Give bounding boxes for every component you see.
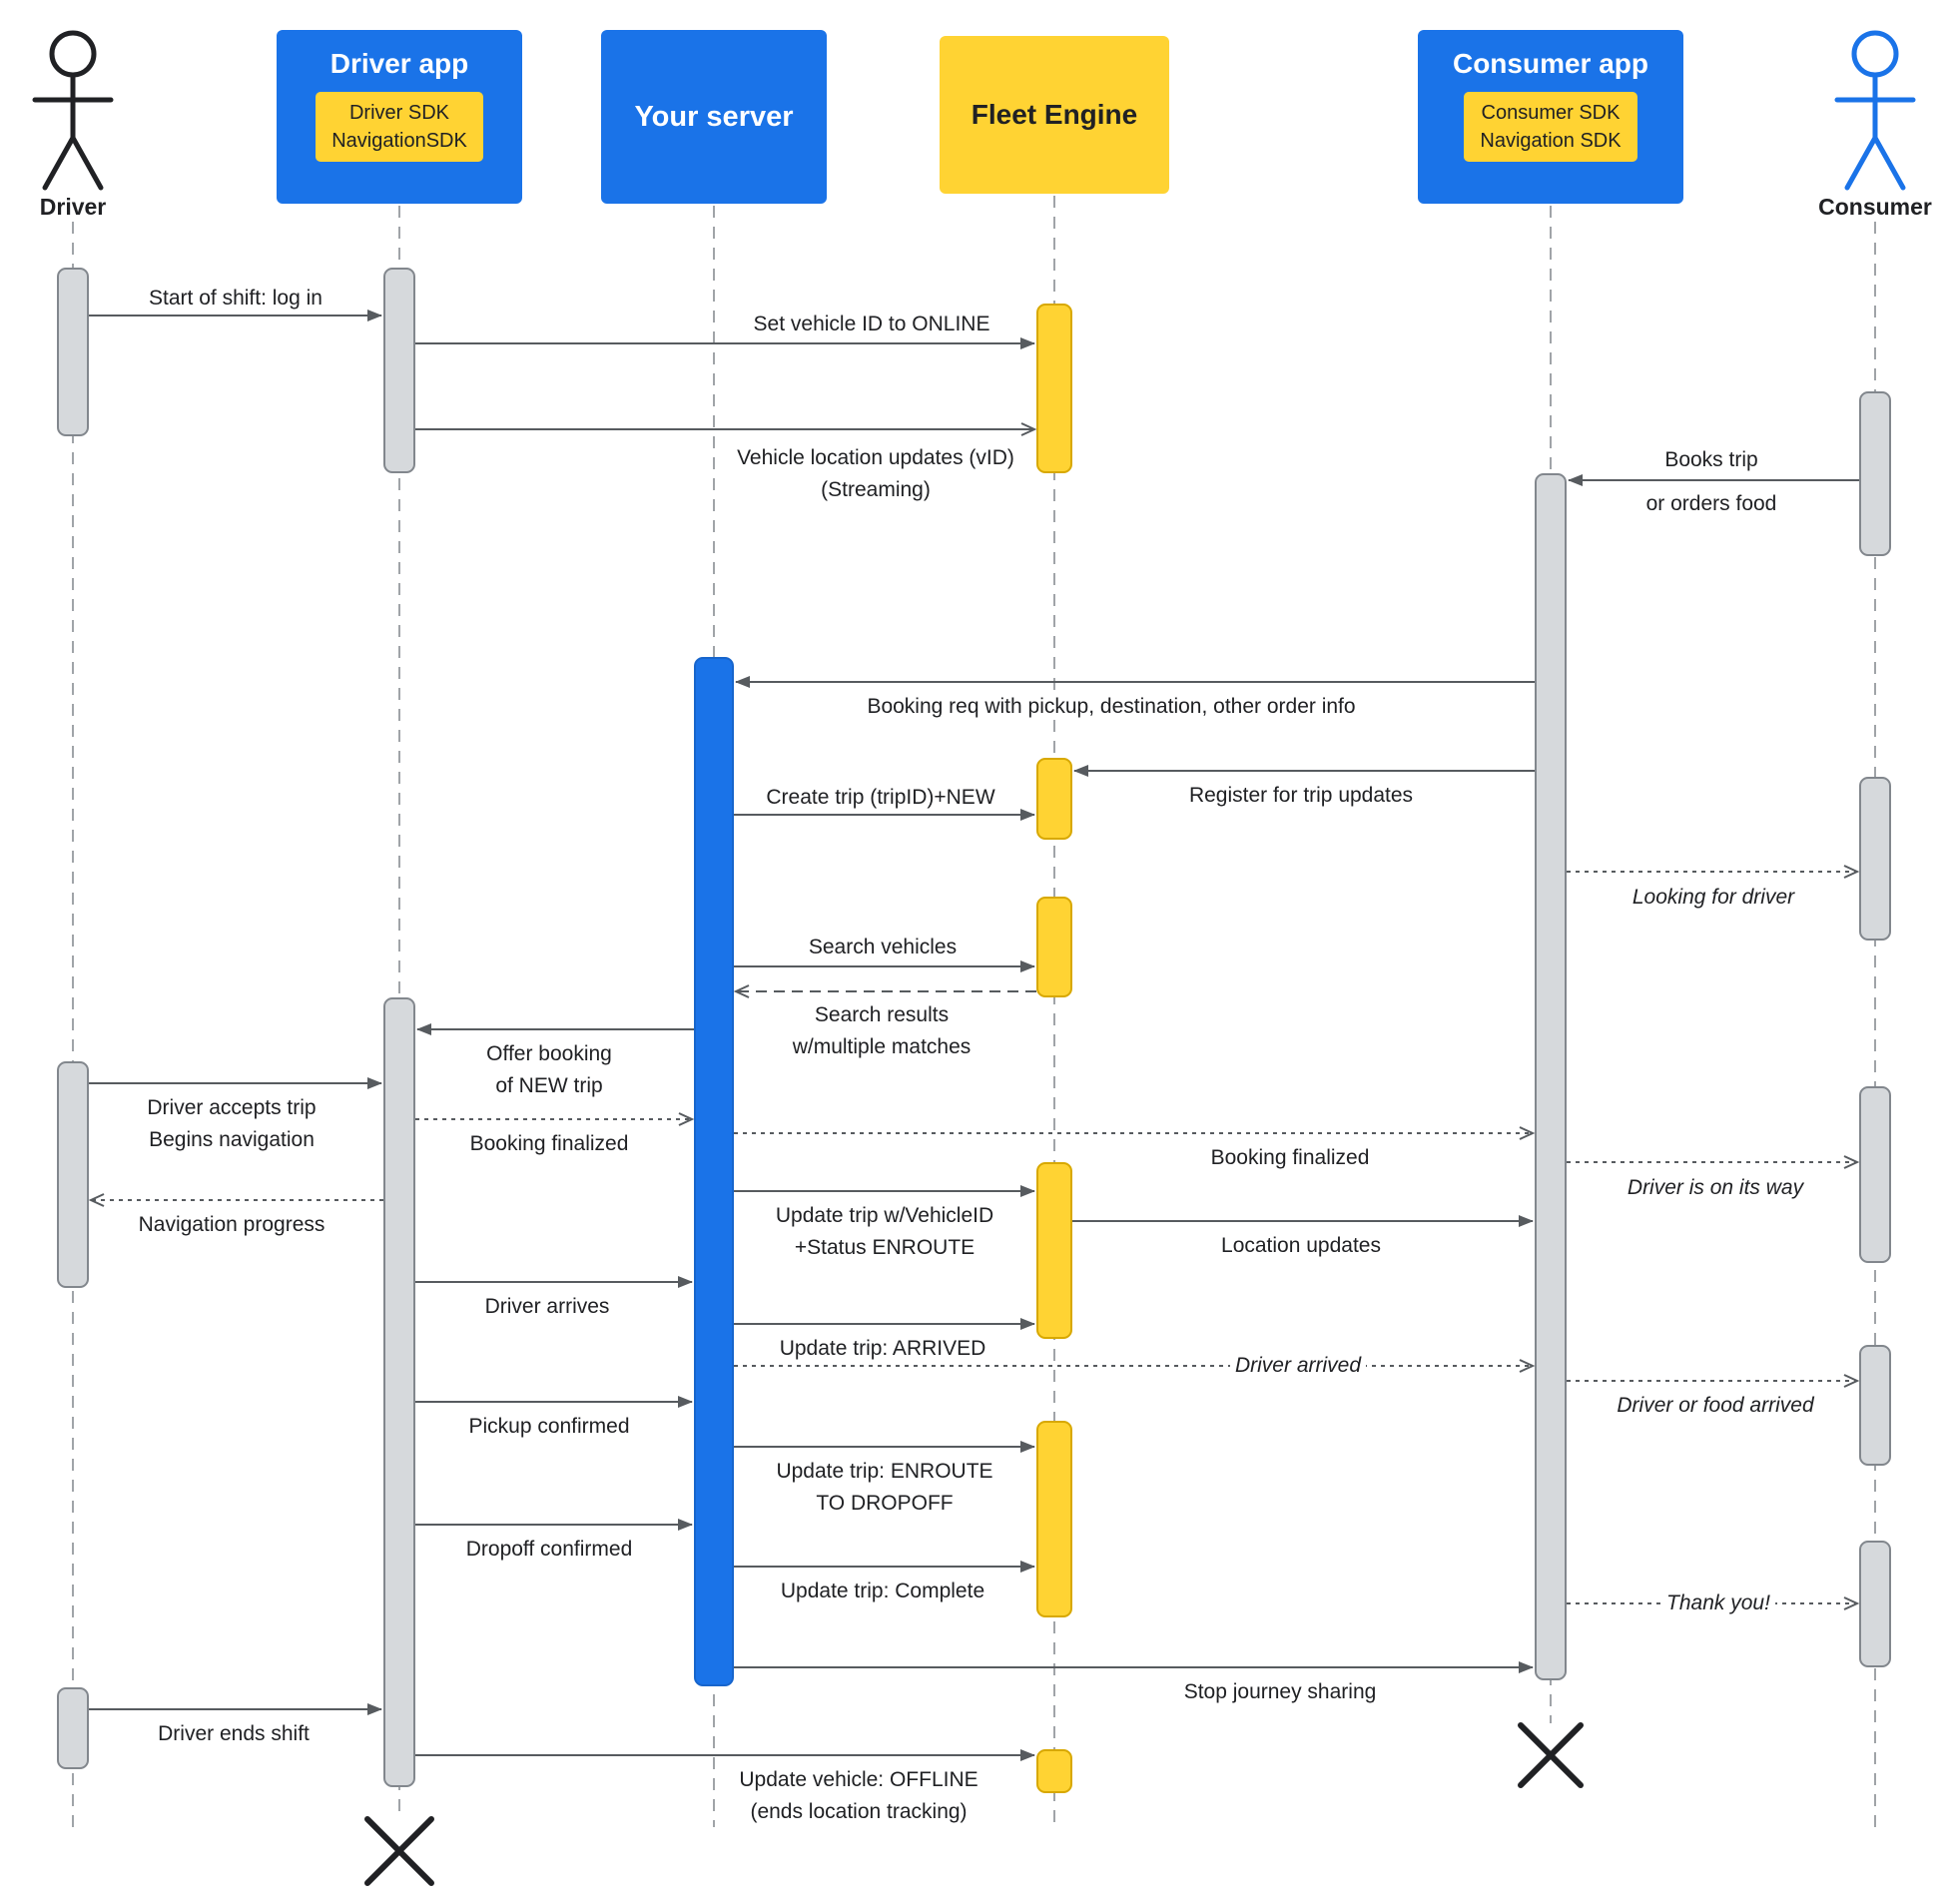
activation-fleet-3 — [1036, 897, 1072, 997]
msg-looking-for-driver: Looking for driver — [1627, 885, 1800, 911]
consumer-sdk-line1: Consumer SDK — [1481, 102, 1621, 124]
activation-consumer-4 — [1859, 1345, 1891, 1466]
msg-update-trip-dropoff-1: Update trip: ENROUTE — [771, 1459, 998, 1485]
server-title: Your server — [634, 100, 794, 133]
activation-consumer-app — [1535, 473, 1567, 1680]
driver-app-title: Driver app — [329, 48, 469, 79]
msg-update-trip-enroute-1: Update trip w/VehicleID — [770, 1203, 999, 1229]
msg-driver-on-way: Driver is on its way — [1622, 1175, 1809, 1201]
msg-driver-arrived: Driver arrived — [1229, 1353, 1367, 1379]
msg-update-trip-arrived: Update trip: ARRIVED — [774, 1336, 991, 1362]
consumer-sdk-line2: Navigation SDK — [1480, 130, 1622, 152]
msg-booking-finalized-right: Booking finalized — [1205, 1145, 1375, 1171]
consumer-app-title: Consumer app — [1452, 48, 1649, 79]
msg-driver-arrives: Driver arrives — [479, 1294, 615, 1320]
activation-fleet-2 — [1036, 758, 1072, 840]
msg-navigation-progress: Navigation progress — [133, 1212, 330, 1238]
activation-consumer-5 — [1859, 1541, 1891, 1667]
consumer-app-termination-x-icon — [1518, 1722, 1584, 1788]
msg-update-trip-dropoff-2: TO DROPOFF — [811, 1491, 959, 1517]
driver-sdk-box: Driver SDK NavigationSDK — [316, 92, 483, 162]
msg-driver-ends-shift: Driver ends shift — [153, 1721, 315, 1747]
activation-fleet-5 — [1036, 1421, 1072, 1617]
msg-driver-accepts-2: Begins navigation — [144, 1127, 320, 1153]
driver-actor-icon — [32, 30, 114, 191]
driver-sdk-line1: Driver SDK — [348, 102, 449, 124]
consumer-sdk-box: Consumer SDK Navigation SDK — [1464, 92, 1637, 162]
activation-fleet-6 — [1036, 1749, 1072, 1793]
msg-update-trip-complete: Update trip: Complete — [775, 1579, 990, 1604]
msg-offer-booking-2: of NEW trip — [490, 1073, 608, 1099]
msg-update-vehicle-offline-1: Update vehicle: OFFLINE — [734, 1767, 983, 1793]
msg-register-trip-updates: Register for trip updates — [1183, 783, 1419, 809]
msg-search-results-1: Search results — [809, 1002, 955, 1028]
server-box: Your server — [601, 30, 827, 204]
activation-driver-app-2 — [383, 997, 415, 1787]
msg-update-trip-enroute-2: +Status ENROUTE — [789, 1235, 980, 1261]
activation-fleet-1 — [1036, 304, 1072, 473]
activation-driver-app-1 — [383, 268, 415, 473]
msg-booking-req: Booking req with pickup, destination, ot… — [862, 694, 1361, 720]
activation-consumer-1 — [1859, 391, 1891, 556]
msg-booking-finalized-left: Booking finalized — [464, 1131, 634, 1157]
consumer-actor-label: Consumer — [1818, 194, 1932, 220]
msg-books-trip-1: Books trip — [1659, 447, 1763, 473]
msg-vehicle-location-updates-2: (Streaming) — [816, 477, 936, 503]
msg-vehicle-location-updates-1: Vehicle location updates (vID) — [732, 445, 1019, 471]
msg-location-updates: Location updates — [1216, 1233, 1386, 1259]
activation-driver-3 — [57, 1687, 89, 1769]
msg-offer-booking-1: Offer booking — [481, 1041, 617, 1067]
msg-start-shift: Start of shift: log in — [144, 286, 327, 312]
msg-set-vehicle-online: Set vehicle ID to ONLINE — [748, 312, 995, 337]
activation-driver-2 — [57, 1061, 89, 1288]
driver-actor-label: Driver — [39, 194, 107, 220]
activation-driver-1 — [57, 268, 89, 436]
consumer-app-box: Consumer app Consumer SDK Navigation SDK — [1418, 30, 1683, 204]
driver-app-termination-x-icon — [364, 1816, 434, 1886]
consumer-actor-icon — [1834, 30, 1916, 191]
msg-search-vehicles: Search vehicles — [803, 935, 963, 960]
fleet-engine-title: Fleet Engine — [971, 99, 1138, 130]
driver-sdk-line2: NavigationSDK — [331, 130, 467, 152]
activation-consumer-2 — [1859, 777, 1891, 941]
activation-consumer-3 — [1859, 1086, 1891, 1263]
activation-fleet-4 — [1036, 1162, 1072, 1339]
activation-server — [694, 657, 734, 1686]
msg-driver-accepts-1: Driver accepts trip — [142, 1095, 322, 1121]
msg-stop-journey-sharing: Stop journey sharing — [1178, 1679, 1382, 1705]
msg-dropoff-confirmed: Dropoff confirmed — [460, 1537, 638, 1563]
msg-driver-food-arrived: Driver or food arrived — [1612, 1393, 1819, 1419]
msg-pickup-confirmed: Pickup confirmed — [463, 1414, 635, 1440]
msg-books-trip-2: or orders food — [1640, 491, 1782, 517]
driver-app-box: Driver app Driver SDK NavigationSDK — [277, 30, 522, 204]
fleet-engine-box: Fleet Engine — [940, 36, 1169, 194]
msg-search-results-2: w/multiple matches — [787, 1034, 976, 1060]
msg-thank-you: Thank you! — [1661, 1590, 1775, 1616]
msg-create-trip: Create trip (tripID)+NEW — [761, 785, 1000, 811]
msg-update-vehicle-offline-2: (ends location tracking) — [745, 1799, 973, 1825]
